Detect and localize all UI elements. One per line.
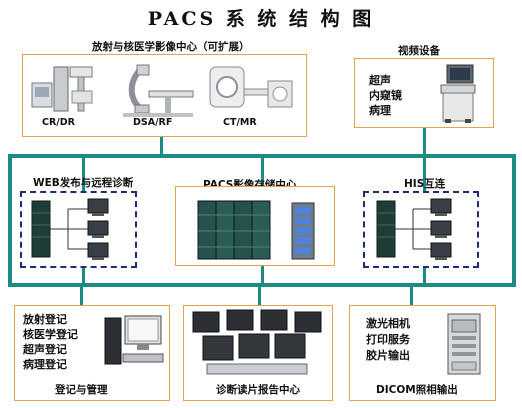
connector-video bbox=[423, 128, 426, 156]
storage-server-image bbox=[197, 200, 315, 260]
connector-web bbox=[82, 156, 85, 192]
video-group-label: 视频设备 bbox=[398, 45, 440, 57]
modality-group-label: 放射与核医学影像中心（可扩展） bbox=[92, 41, 250, 53]
registration-group-label: 登记与管理 bbox=[55, 384, 108, 396]
registration-item-ultrasound: 超声登记 bbox=[23, 343, 67, 356]
ultrasound-machine-image bbox=[440, 64, 476, 123]
dicom-item-laser-camera: 激光相机 bbox=[366, 317, 410, 330]
network-bus-right bbox=[512, 154, 516, 287]
dicom-item-film-output: 胶片输出 bbox=[366, 349, 410, 362]
web-group-box bbox=[20, 191, 137, 268]
video-group-box: 超声 内窥镜 病理 bbox=[354, 58, 494, 128]
dicom-group-label: DICOM照相输出 bbox=[376, 384, 458, 396]
connector-dicom bbox=[410, 285, 413, 307]
reading-monitors-image bbox=[192, 309, 322, 375]
network-bus-bottom bbox=[8, 283, 516, 287]
web-group-label: WEB发布与远程诊断 bbox=[33, 177, 134, 189]
device-label-ct-mr: CT/MR bbox=[223, 117, 257, 128]
network-bus-left bbox=[8, 154, 12, 287]
video-item-pathology: 病理 bbox=[369, 104, 391, 117]
storage-group-box bbox=[175, 186, 335, 266]
connector-reading bbox=[258, 285, 261, 307]
connector-storage-down bbox=[261, 264, 264, 285]
connector-his-down bbox=[423, 267, 426, 285]
modality-group-box: CR/DR DSA/RF CT/MR bbox=[22, 54, 307, 137]
registration-workstation-image bbox=[104, 315, 164, 365]
registration-item-radiology: 放射登记 bbox=[23, 313, 67, 326]
cr-dr-device-image bbox=[31, 66, 93, 112]
his-group-label: HIS互连 bbox=[404, 178, 446, 190]
device-label-dsa-rf: DSA/RF bbox=[133, 117, 173, 128]
connector-storage bbox=[261, 156, 264, 186]
video-item-ultrasound: 超声 bbox=[369, 74, 391, 87]
connector-web-down bbox=[82, 267, 85, 285]
his-server-network-image bbox=[376, 198, 452, 260]
reading-group-label: 诊断读片报告中心 bbox=[216, 384, 300, 396]
device-label-cr-dr: CR/DR bbox=[42, 117, 75, 128]
video-item-endoscope: 内窥镜 bbox=[369, 89, 402, 102]
connector-modality bbox=[160, 136, 163, 156]
dicom-item-print-service: 打印服务 bbox=[366, 333, 410, 346]
registration-item-nuclear: 核医学登记 bbox=[23, 328, 78, 341]
dsa-rf-device-image bbox=[123, 64, 194, 117]
registration-item-pathology: 病理登记 bbox=[23, 358, 67, 371]
dicom-group-box: 激光相机 打印服务 胶片输出 DICOM照相输出 bbox=[349, 305, 496, 401]
connector-his bbox=[423, 156, 426, 192]
ct-mr-device-image bbox=[209, 66, 293, 108]
his-group-box bbox=[363, 191, 479, 268]
registration-group-box: 放射登记 核医学登记 超声登记 病理登记 登记与管理 bbox=[14, 305, 170, 401]
web-server-network-image bbox=[31, 198, 109, 260]
reading-group-box: 诊断读片报告中心 bbox=[183, 305, 333, 401]
laser-printer-image bbox=[447, 313, 481, 375]
connector-registration bbox=[80, 285, 83, 307]
diagram-title: PACS 系 统 结 构 图 bbox=[147, 8, 375, 30]
